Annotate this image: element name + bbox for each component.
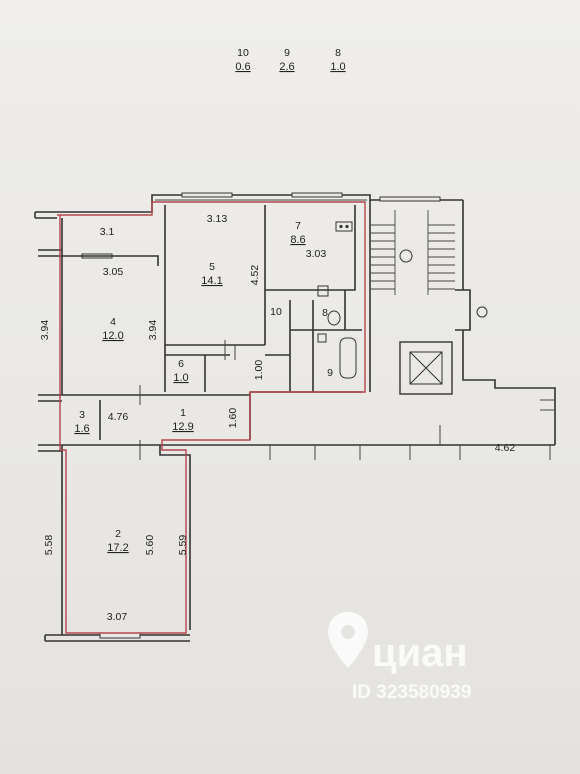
top-legend: 10 0.6 9 2.6 8 1.0 <box>235 47 345 73</box>
stove-burner-icon <box>345 224 349 229</box>
room-1-num: 1 <box>180 407 186 419</box>
sink-icon <box>317 285 329 297</box>
room-7-num: 7 <box>295 220 301 232</box>
room-9-num: 9 <box>327 367 333 379</box>
stair-post-icon <box>399 249 413 263</box>
dim-4-52: 4.52 <box>249 265 261 286</box>
legend-8-num: 8 <box>335 47 341 59</box>
wall-left-upper-stub <box>38 249 62 257</box>
dim-5-59: 5.59 <box>177 535 189 556</box>
room-4-num: 4 <box>110 316 116 328</box>
dim-5-60: 5.60 <box>144 535 156 556</box>
dim-3-07: 3.07 <box>107 611 128 623</box>
wall-room7-bottom <box>265 205 356 291</box>
wall-room4-top <box>62 255 159 266</box>
stove-icon <box>335 221 353 232</box>
dim-1-60: 1.60 <box>227 408 239 429</box>
room-2-num: 2 <box>115 528 121 540</box>
room-4-area: 12.0 <box>102 330 123 342</box>
room-5-area: 14.1 <box>201 275 222 287</box>
wall-room6 <box>165 354 230 392</box>
watermark-id: ID 323580939 <box>352 682 471 703</box>
wall-room2 <box>61 445 191 635</box>
wall-bottom-ticks <box>269 445 551 460</box>
room-3-area: 1.6 <box>74 423 89 435</box>
dim-5-58: 5.58 <box>43 535 55 556</box>
elevator-cabin <box>409 351 443 385</box>
legend-9-area: 2.6 <box>279 61 294 73</box>
room-7-area: 8.6 <box>290 234 305 246</box>
dim-3-1: 3.1 <box>100 226 115 238</box>
wall-top-left-stub <box>34 211 57 219</box>
room-10-num: 10 <box>270 306 282 318</box>
stove-burner-icon <box>339 224 343 229</box>
dim-4-76: 4.76 <box>108 411 129 423</box>
wall-right-ticks <box>540 399 555 411</box>
wall-stairwell <box>369 200 464 392</box>
window-top-room5 <box>181 192 233 198</box>
wall-bathroom <box>289 290 362 392</box>
dim-3-94-left: 3.94 <box>39 320 51 341</box>
watermark-brand: циан <box>372 631 468 675</box>
legend-9-num: 9 <box>284 47 290 59</box>
room-1-area: 12.9 <box>172 421 193 433</box>
elevator-cross-icon <box>409 351 443 385</box>
door-tick <box>224 340 236 360</box>
dim-3-13: 3.13 <box>207 213 228 225</box>
legend-10-num: 10 <box>237 47 249 59</box>
legend-10-area: 0.6 <box>235 61 250 73</box>
room-labels: 4 12.0 5 14.1 7 8.6 6 1.0 3 1.6 1 12.9 2… <box>74 220 333 554</box>
walls <box>34 192 556 642</box>
staircase-icon <box>370 210 455 295</box>
bathtub-icon <box>339 337 357 379</box>
dim-4-62: 4.62 <box>495 442 516 454</box>
sink2-icon <box>317 333 327 343</box>
room-5-num: 5 <box>209 261 215 273</box>
garbage-chute-icon <box>476 306 488 318</box>
dimension-labels: 3.1 3.13 3.05 3.03 4.76 4.62 3.07 4.52 3… <box>39 213 515 623</box>
room-2-area: 17.2 <box>107 542 128 554</box>
wall-top-room3 <box>57 206 153 213</box>
room-6-num: 6 <box>178 358 184 370</box>
legend-8-area: 1.0 <box>330 61 345 73</box>
apartment-outline <box>57 201 366 634</box>
window-top-room7 <box>291 192 343 198</box>
room-6-area: 1.0 <box>173 372 188 384</box>
room-8-num: 8 <box>322 307 328 319</box>
dim-3-94-right: 3.94 <box>147 320 159 341</box>
location-pin-icon <box>328 612 368 668</box>
window-top-stair <box>379 196 441 202</box>
wall-right-section <box>455 289 556 445</box>
dim-1-00: 1.00 <box>253 360 265 381</box>
room-3-num: 3 <box>79 409 85 421</box>
dim-3-05: 3.05 <box>103 266 124 278</box>
elevator-shaft <box>399 341 453 395</box>
cian-watermark: циан ID 323580939 <box>328 612 471 703</box>
dim-3-03: 3.03 <box>306 248 327 260</box>
window-room2 <box>99 632 141 639</box>
toilet-icon <box>327 310 341 326</box>
